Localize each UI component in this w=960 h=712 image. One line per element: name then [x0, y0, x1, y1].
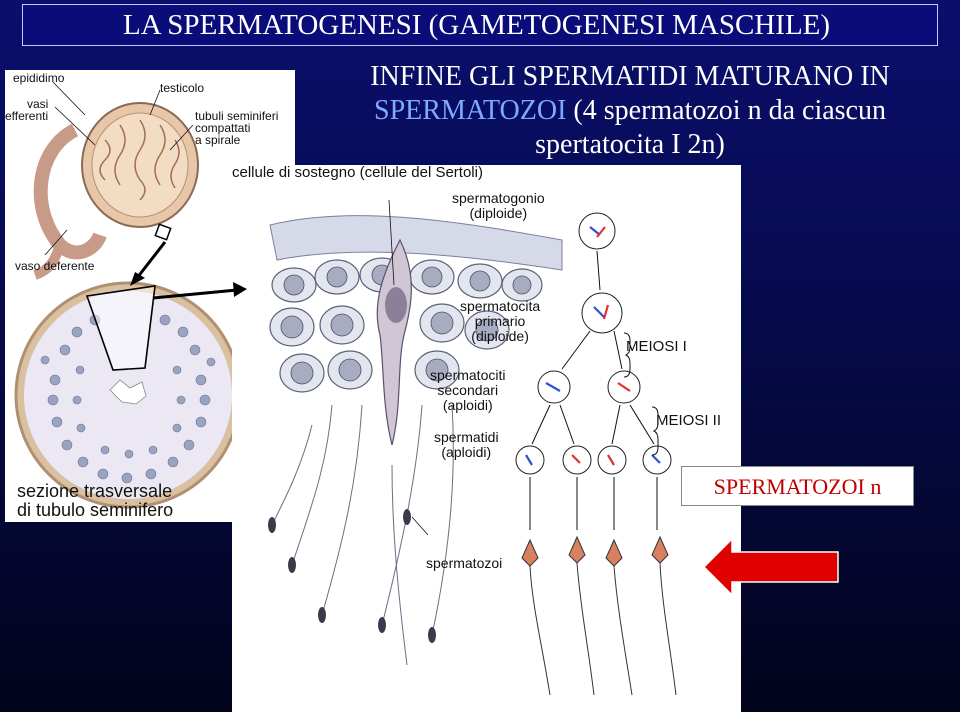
label-vaso-deferente: vaso deferente: [15, 259, 95, 273]
label-spermatogonio: spermatogonio(diploide): [452, 191, 545, 221]
label-spermatogonio-line1: spermatogonio: [452, 190, 545, 206]
label-spermatocita-line2: primario: [474, 313, 526, 329]
heading-line-3: spertatocita I 2n): [535, 129, 725, 160]
testis-illustration: [14, 81, 242, 509]
slide-title: LA SPERMATOGENESI (GAMETOGENESI MASCHILE…: [22, 4, 938, 46]
red-arrow-icon: [702, 537, 839, 597]
label-vasi: vasi: [27, 97, 49, 111]
slide-heading: INFINE GLI SPERMATIDI MATURANO IN SPERMA…: [300, 60, 960, 162]
label-spermatocita-line1: spermatocita: [460, 298, 541, 314]
label-meiosi-2: MEIOSI II: [656, 412, 722, 429]
label-sertoli: cellule di sostegno (cellule del Sertoli…: [232, 164, 483, 181]
label-secondari-line1: spermatociti: [430, 367, 506, 383]
label-tubuli-1: tubuli seminiferi: [195, 109, 279, 123]
label-meiosi-1: MEIOSI I: [626, 338, 687, 355]
label-spermatidi-line2: (aploidi): [441, 444, 492, 460]
spermatogenesis-illustration: [268, 199, 677, 696]
label-spermatidi: spermatidi(aploidi): [434, 430, 499, 460]
caption-line-1: sezione trasversale: [17, 481, 173, 501]
caption-line-2: di tubulo seminifero: [17, 500, 174, 520]
label-epididimo: epididimo: [13, 71, 65, 85]
spermatozoi-n-box: SPERMATOZOI n: [681, 466, 914, 506]
label-spermatozoi: spermatozoi: [426, 555, 503, 571]
connector-arrows: [130, 241, 247, 300]
heading-line-2: SPERMATOZOI (4 spermatozoi n da ciascun: [300, 94, 960, 128]
label-secondari-line3: (aploidi): [442, 397, 493, 413]
label-spermatidi-line1: spermatidi: [434, 429, 499, 445]
label-secondari-line2: secondari: [437, 382, 499, 398]
heading-line-1: INFINE GLI SPERMATIDI MATURANO IN: [370, 61, 890, 92]
label-tubuli-2: compattati: [195, 121, 251, 135]
cross-section-caption: sezione trasversale di tubulo seminifero: [17, 482, 173, 520]
heading-line-2-rest: (4 spermatozoi n da ciascun: [566, 95, 886, 126]
label-efferenti: efferenti: [5, 109, 49, 123]
label-testicolo: testicolo: [160, 81, 205, 95]
label-tubuli-3: a spirale: [195, 133, 241, 147]
label-spermatogonio-line2: (diploide): [469, 205, 528, 221]
label-spermatocita-line3: (diploide): [471, 328, 529, 344]
heading-spermatozoi: SPERMATOZOI: [374, 95, 567, 126]
